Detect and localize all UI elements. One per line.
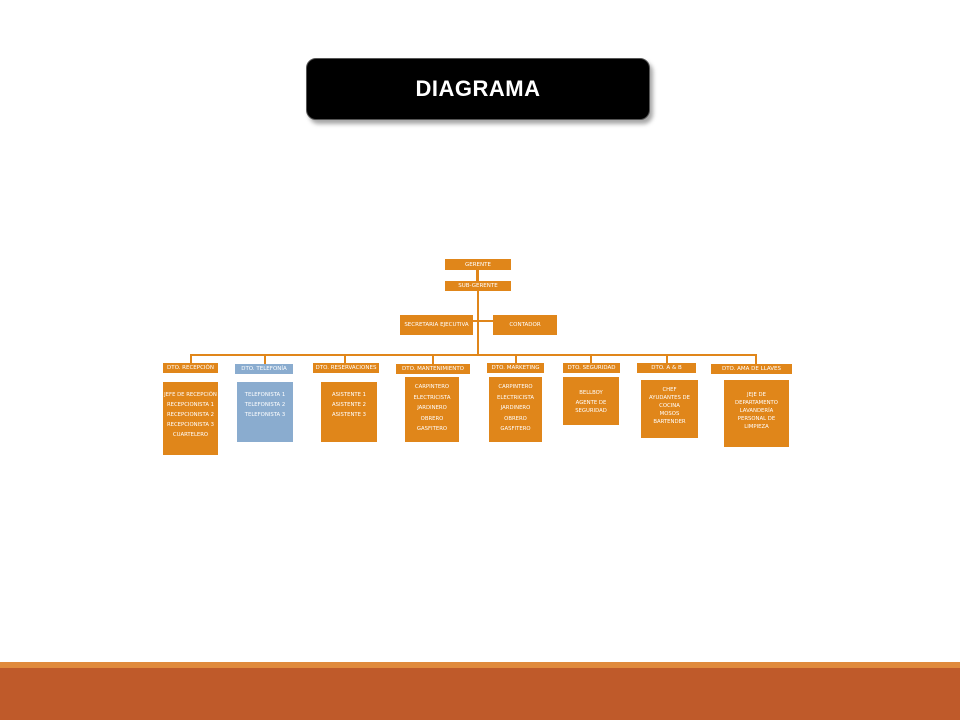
dept-header-reservaciones: DTO. RESERVACIONES (313, 363, 379, 373)
node-subgerente-label: SUB-GERENTE (458, 283, 498, 289)
dept-label: DTO. SEGURIDAD (567, 365, 616, 371)
staff-item: RECEPCIONISTA 2 (166, 412, 215, 418)
staff-item: ELECTRICISTA (497, 394, 534, 401)
dept-label: DTO. TELEFONÍA (241, 366, 287, 372)
staff-item: GASFITERO (500, 426, 531, 432)
dept-staff-marketing: CARPINTERO ELECTRICISTA JARDINERO OBRERO… (489, 377, 542, 442)
staff-item: JEJE DE DEPARTAMENTO (735, 392, 778, 406)
node-contador: CONTADOR (493, 315, 557, 335)
dept-header-ayb: DTO. A & B (637, 363, 696, 373)
connector-gerente-sub (476, 270, 479, 281)
staff-item: GASFITERO (416, 426, 448, 432)
staff-item: AGENTE DE SEGURIDAD (575, 400, 607, 414)
node-subgerente: SUB-GERENTE (445, 281, 511, 291)
node-contador-label: CONTADOR (509, 322, 541, 328)
node-gerente: GERENTE (445, 259, 511, 270)
staff-item: BARTENDER (653, 419, 686, 425)
dept-label: DTO. AMA DE LLAVES (721, 366, 782, 372)
staff-item: CUARTELERO (172, 432, 209, 438)
staff-item: PERSONAL DE LIMPIEZA (737, 416, 776, 430)
dept-header-ama-de-llaves: DTO. AMA DE LLAVES (711, 364, 792, 374)
dept-label: DTO. MARKETING (491, 365, 540, 371)
staff-item: ELECTRICISTA (413, 394, 451, 401)
dept-label: DTO. MANTENIMIENTO (401, 366, 465, 372)
staff-item: LAVANDERÍA (739, 408, 774, 414)
staff-item: CARPINTERO (414, 384, 450, 390)
footer-accent-line (0, 662, 960, 668)
staff-item: CARPINTERO (498, 384, 533, 390)
node-secretaria: SECRETARIA EJECUTIVA (400, 315, 473, 335)
dept-staff-reservaciones: ASISTENTE 1 ASISTENTE 2 ASISTENTE 3 (321, 382, 377, 442)
footer-band (0, 668, 960, 720)
staff-item: CHEF (662, 387, 677, 393)
staff-item: JEFE DE RECEPCIÓN (164, 392, 217, 398)
staff-item: BELLBOY (579, 390, 603, 396)
connector-staff-bar (450, 320, 506, 322)
connector-dept-bar (190, 354, 756, 356)
staff-item: TELEFONISTA 2 (244, 402, 286, 408)
dept-staff-telefonia: TELEFONISTA 1 TELEFONISTA 2 TELEFONISTA … (237, 382, 293, 442)
connector-dept-3 (344, 354, 346, 363)
page-title: DIAGRAMA (415, 76, 541, 101)
connector-dept-6 (590, 354, 592, 363)
staff-item: TELEFONISTA 3 (244, 412, 286, 418)
staff-item: OBRERO (420, 415, 444, 422)
title-banner: DIAGRAMA (306, 58, 650, 120)
connector-dept-4 (432, 354, 434, 364)
staff-item: OBRERO (504, 415, 527, 422)
connector-dept-1 (190, 354, 192, 363)
staff-item: TELEFONISTA 1 (244, 392, 286, 398)
staff-item: JARDINERO (417, 405, 447, 411)
dept-staff-ama-de-llaves: JEJE DE DEPARTAMENTO LAVANDERÍA PERSONAL… (724, 380, 789, 447)
connector-sub-trunk (477, 291, 479, 355)
dept-staff-seguridad: BELLBOY AGENTE DE SEGURIDAD (563, 377, 619, 425)
connector-dept-2 (264, 354, 266, 364)
staff-item: ASISTENTE 1 (331, 392, 367, 398)
dept-staff-recepcion: JEFE DE RECEPCIÓN RECEPCIONISTA 1 RECEPC… (163, 382, 218, 455)
node-secretaria-label: SECRETARIA EJECUTIVA (404, 322, 469, 328)
dept-label: DTO. A & B (651, 365, 682, 371)
node-gerente-label: GERENTE (465, 261, 491, 268)
connector-dept-5 (515, 354, 517, 363)
dept-header-mantenimiento: DTO. MANTENIMIENTO (396, 364, 470, 374)
staff-item: MOSOS (659, 411, 680, 417)
dept-staff-ayb: CHEF AYUDANTES DE COCINA MOSOS BARTENDER (641, 380, 698, 438)
dept-header-recepcion: DTO. RECEPCIÓN (163, 363, 218, 373)
staff-item: RECEPCIONISTA 3 (166, 422, 215, 428)
connector-dept-8 (755, 354, 757, 364)
staff-item: ASISTENTE 2 (331, 402, 367, 408)
dept-staff-mantenimiento: CARPINTERO ELECTRICISTA JARDINERO OBRERO… (405, 377, 459, 442)
staff-item: AYUDANTES DE COCINA (649, 395, 690, 409)
dept-header-marketing: DTO. MARKETING (487, 363, 544, 373)
staff-item: JARDINERO (500, 405, 531, 411)
staff-item: ASISTENTE 3 (331, 412, 367, 418)
dept-label: DTO. RECEPCIÓN (166, 365, 215, 371)
staff-item: RECEPCIONISTA 1 (166, 402, 215, 408)
dept-header-seguridad: DTO. SEGURIDAD (563, 363, 620, 373)
dept-header-telefonia: DTO. TELEFONÍA (235, 364, 293, 374)
dept-label: DTO. RESERVACIONES (315, 365, 377, 371)
connector-dept-7 (666, 354, 668, 363)
